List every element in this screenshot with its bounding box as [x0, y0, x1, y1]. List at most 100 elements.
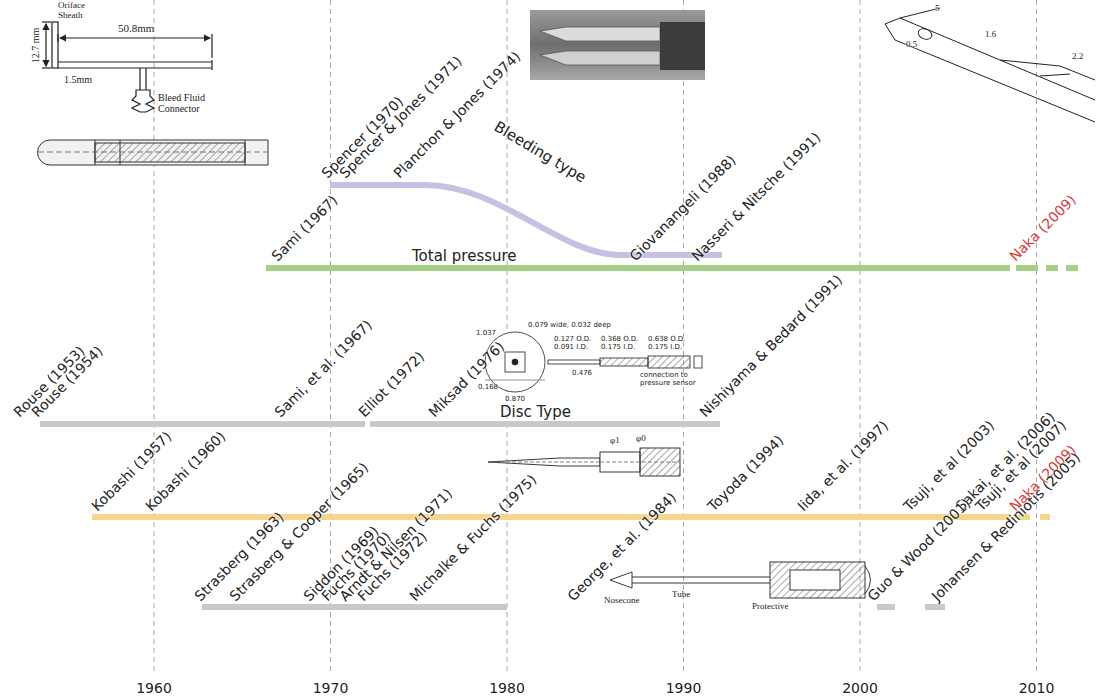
dimension-label: 0.870: [505, 396, 525, 404]
axis-year: 1990: [666, 681, 702, 696]
yellow-band: [92, 514, 1050, 520]
dimension-label: 0.168: [478, 384, 498, 392]
reference-label: Nasseri & Nitsche (1991): [689, 129, 824, 264]
toyoda-probe-drawing: [488, 462, 600, 463]
dimension-label: 5: [935, 4, 940, 14]
dimension-label: 0.5: [906, 40, 917, 50]
disc-probe-drawing: [505, 352, 525, 372]
reference-label: Miksad (1976): [426, 339, 507, 420]
bleed-probe-drawing: [139, 68, 140, 90]
reference-label: Iida, et al. (1997): [795, 418, 891, 514]
axis-year: 1970: [313, 681, 349, 696]
total-pressure-band: [266, 265, 1078, 271]
axis-year: 2000: [842, 681, 878, 696]
toyoda-probe-drawing: [488, 448, 680, 476]
bleed-probe-drawing: [42, 67, 51, 68]
dimension-label: 0.368 O.D.: [601, 336, 638, 344]
probe-photo: [660, 22, 705, 70]
bleed-probe-drawing: [52, 22, 58, 68]
dimension-label: 1.6: [985, 30, 996, 40]
dimension-label: 0.175 I.D.: [648, 344, 682, 352]
decade-gridline: [154, 0, 1037, 674]
part-label: Sheath: [58, 11, 83, 21]
axis-year: 2010: [1019, 681, 1055, 696]
part-label: Tube: [672, 590, 690, 600]
bleed-tip-drawing: [885, 18, 1095, 100]
bleed-tip-drawing: [917, 27, 934, 42]
disc-probe-drawing: [548, 360, 600, 364]
bleed-probe-drawing: [57, 34, 58, 42]
bleed-probe-drawing: [58, 67, 212, 68]
dimension-label: 0.638 O.D.: [648, 336, 685, 344]
bleed-probe-drawing: [132, 90, 154, 112]
reference-label: Sami (1967): [269, 192, 341, 264]
bleed-tip-drawing: [1000, 60, 1060, 66]
dimension-label: 12.7 mm: [31, 27, 42, 63]
axis-year: 1980: [489, 681, 525, 696]
bleed-probe-drawing: [211, 34, 212, 58]
band-label: Total pressure: [412, 248, 517, 265]
disc-band: [370, 421, 720, 427]
disc-band: [40, 421, 365, 427]
part-label: Bleed Fluid Connector: [158, 92, 220, 114]
bleed-tip-drawing: [885, 24, 1095, 122]
dimension-label: 0.476: [572, 370, 592, 378]
disc-probe-drawing: [512, 359, 518, 365]
dimension-label: 0.079 wide, 0.032 deep: [528, 322, 611, 330]
dimension-label: 0.127 O.D.: [554, 336, 591, 344]
reference-label: Giovanangeli (1988): [627, 152, 739, 264]
disc-probe-drawing: [648, 356, 690, 368]
axis-year: 1960: [136, 681, 172, 696]
george-probe-drawing: [610, 562, 871, 598]
dimension-label: 1.037: [476, 330, 496, 338]
dimension-label: 2.2: [1072, 52, 1083, 62]
dimension-label: φ1: [610, 436, 620, 446]
bleed-probe-drawing: [211, 60, 212, 70]
disc-probe-drawing: [485, 380, 545, 381]
dimension-label: 0.091 I.D.: [554, 344, 588, 352]
decade-gridline: [1036, 0, 1037, 674]
dimension-label: 0.175 I.D.: [601, 344, 635, 352]
sami-probe-drawing: [38, 152, 268, 153]
reference-label: Toyoda (1994): [705, 432, 787, 514]
george-probe-drawing: [632, 577, 770, 578]
total-pressure-band: [1016, 265, 1038, 271]
reference-label: Elliot (1972): [356, 349, 427, 420]
george-probe-drawing: [770, 562, 865, 598]
george-probe-drawing: [610, 572, 632, 588]
bottom-band: [202, 604, 945, 610]
bottom-band: [877, 604, 895, 610]
disc-band: [40, 421, 720, 427]
reference-label: Guo & Wood (2001): [865, 495, 974, 604]
yellow-band: [1040, 514, 1050, 520]
bleed-probe-drawing: [145, 68, 146, 90]
bottom-band: [925, 604, 945, 610]
dimension-label: 50.8mm: [118, 22, 154, 34]
sami-probe-drawing: [38, 140, 269, 165]
disc-probe-drawing: [600, 358, 648, 366]
bleed-probe-drawing: [60, 37, 210, 38]
reference-label: Nishiyama & Bedard (1991): [697, 272, 845, 420]
total-pressure-band: [1066, 265, 1078, 271]
disc-probe-drawing: [485, 332, 702, 392]
dimension-label: φ0: [636, 434, 646, 444]
band-label: Bleeding type: [491, 118, 589, 186]
dimension-label: 1.5mm: [64, 74, 92, 85]
george-probe-drawing: [632, 583, 770, 584]
probe-photo: [540, 27, 660, 41]
bleed-tip-drawing: [1060, 66, 1095, 80]
bleed-tip-drawing: [900, 8, 940, 18]
part-label: Nosecone: [604, 596, 640, 606]
part-label: Oriface: [58, 1, 85, 11]
band-label: Disc Type: [500, 404, 571, 421]
bleed-probe-drawing: [42, 21, 51, 22]
disc-probe-drawing: [694, 356, 702, 368]
total-pressure-band: [1046, 265, 1058, 271]
bleed-probe-drawing: [45, 24, 46, 66]
probe-photo: [530, 10, 705, 80]
reference-label: George, et al. (1984): [565, 490, 679, 604]
probe-photo: [540, 51, 660, 65]
toyoda-probe-drawing: [488, 458, 600, 466]
